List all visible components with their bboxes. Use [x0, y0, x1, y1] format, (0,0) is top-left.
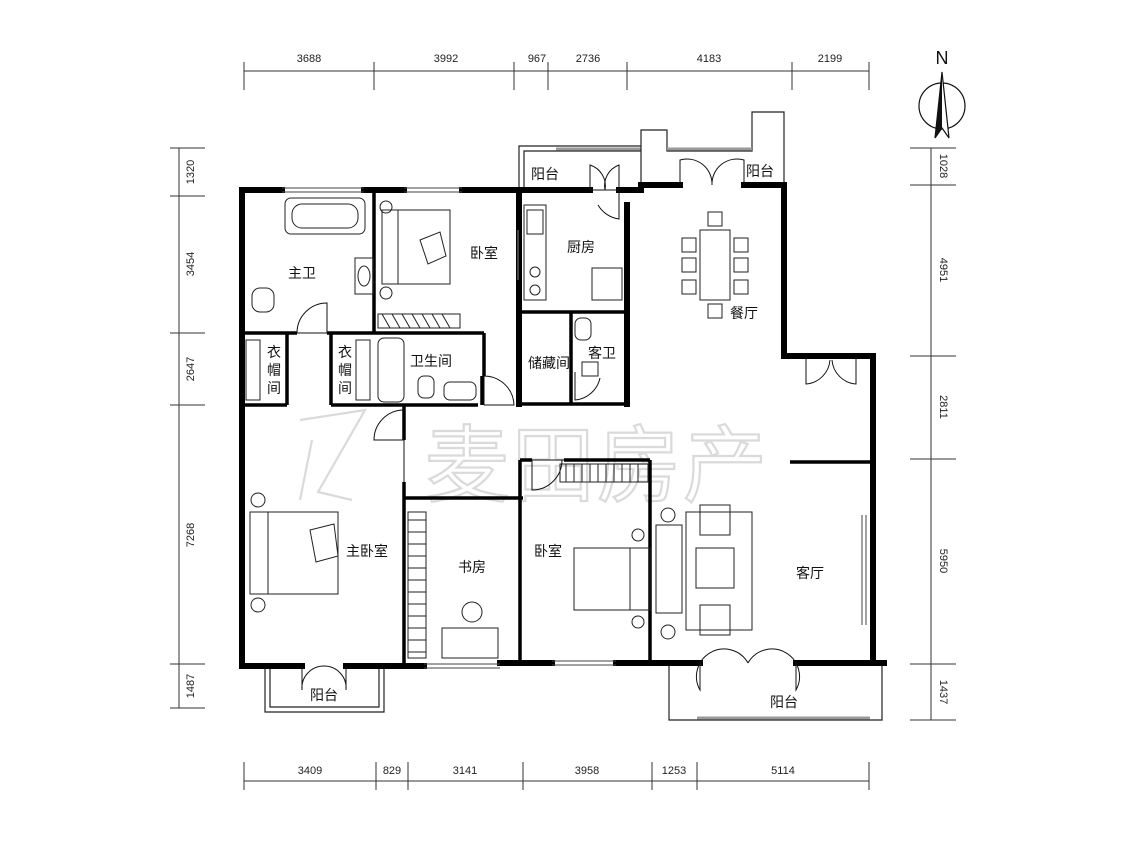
dim-left-1: 1320 [185, 160, 197, 184]
watermark: 麦田房产 [298, 408, 769, 516]
armchair-icon [699, 504, 731, 536]
sink-icon [443, 381, 477, 401]
dim-top-1: 3688 [297, 53, 321, 65]
kitchen-counter-icon [523, 204, 547, 301]
dim-top-3: 967 [528, 53, 546, 65]
dim-left-4: 7268 [185, 523, 197, 547]
dining-table-icon [699, 229, 731, 301]
toilet-icon [574, 317, 592, 341]
label-closet-right-3: 间 [338, 381, 352, 397]
dim-right-5: 1437 [937, 680, 949, 704]
dim-bottom-2: 829 [383, 765, 401, 777]
label-master-bedroom: 主卧室 [346, 543, 388, 560]
label-storage: 储藏间 [528, 356, 570, 372]
chair-icons [681, 211, 749, 319]
walls [239, 182, 887, 669]
desk-icon [441, 627, 499, 659]
balconies [264, 111, 883, 721]
label-bedroom-top: 卧室 [470, 245, 498, 262]
armchair-icon [699, 604, 731, 636]
bathtub-icon [284, 197, 366, 235]
dim-right-2: 4951 [937, 258, 949, 282]
label-closet-left-1: 衣 [267, 345, 281, 361]
dim-top-4: 2736 [576, 53, 600, 65]
doors [296, 158, 857, 692]
dim-bottom-4: 3958 [575, 765, 599, 777]
closet-rail-icon [245, 339, 261, 401]
bed-icon [249, 511, 339, 595]
north-arrow-icon: N [918, 48, 966, 139]
watermark-text: 麦田房产 [425, 417, 769, 515]
dim-left-5: 1487 [185, 674, 197, 698]
wardrobe-icon [559, 463, 649, 483]
label-balcony-top-right: 阳台 [746, 164, 774, 180]
dim-bottom-5: 1253 [662, 765, 686, 777]
desk-chair-icon [461, 601, 483, 623]
label-guest-bath: 客卫 [588, 345, 616, 362]
room-labels: 主卫 卧室 厨房 阳台 阳台 餐厅 衣 帽 间 衣 帽 间 卫生间 储藏间 客卫… [267, 164, 824, 711]
interior-walls [242, 190, 870, 666]
dim-top-6: 2199 [818, 53, 842, 65]
wardrobe-icon [377, 313, 461, 329]
label-closet-right-1: 衣 [338, 345, 352, 361]
coffee-table-icon [695, 547, 735, 589]
bed-icon [381, 209, 451, 285]
windows [282, 187, 867, 669]
closet-rail-icon [355, 339, 371, 401]
label-living: 客厅 [796, 565, 824, 582]
dim-right-1: 1028 [937, 154, 949, 178]
dim-top-2: 3992 [434, 53, 458, 65]
sofa-icon [655, 524, 683, 614]
north-label: N [936, 48, 949, 68]
dim-bottom-1: 3409 [298, 765, 322, 777]
label-master-bath: 主卫 [288, 266, 316, 282]
dimension-lines [170, 62, 956, 790]
dim-left-2: 3454 [185, 252, 197, 276]
fixtures [245, 197, 753, 659]
dim-right-4: 5950 [937, 549, 949, 573]
dim-top-5: 4183 [697, 53, 721, 65]
dim-bottom-3: 3141 [453, 765, 477, 777]
label-closet-left-3: 间 [267, 381, 281, 397]
label-study: 书房 [458, 560, 486, 576]
bed-icon [573, 547, 651, 611]
dim-bottom-6: 5114 [771, 765, 795, 777]
label-closet-right-2: 帽 [338, 363, 352, 379]
label-balcony-bottom-right: 阳台 [770, 695, 798, 711]
label-bedroom-bottom: 卧室 [534, 543, 562, 560]
label-balcony-top-left: 阳台 [531, 167, 559, 183]
dim-right-3: 2811 [937, 395, 949, 419]
label-kitchen: 厨房 [567, 240, 595, 256]
sink-icon [354, 257, 374, 295]
dim-left-3: 2647 [185, 357, 197, 381]
bookshelf-icon [407, 511, 427, 659]
label-closet-left-2: 帽 [267, 363, 281, 379]
toilet-icon [417, 375, 435, 399]
label-balcony-bottom-left: 阳台 [310, 688, 338, 704]
label-bathroom: 卫生间 [410, 354, 452, 370]
bathtub-icon [377, 337, 405, 403]
toilet-icon [251, 287, 275, 313]
label-dining: 餐厅 [730, 306, 758, 322]
